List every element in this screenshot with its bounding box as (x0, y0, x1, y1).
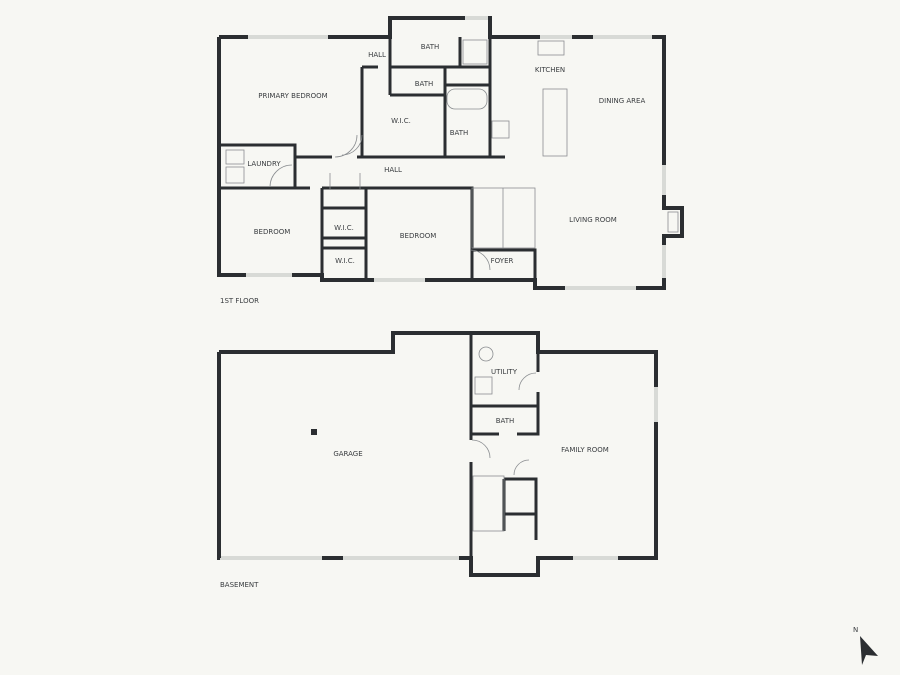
room-label-utility: UTILITY (491, 368, 518, 376)
room-label-foyer: FOYER (491, 257, 514, 265)
room-label-hall: HALL (368, 51, 386, 59)
basement-exterior-wall (217, 331, 658, 577)
room-label-hall: HALL (384, 166, 402, 174)
room-label-wic: W.I.C. (334, 224, 354, 232)
room-label-primary-bedroom: PRIMARY BEDROOM (258, 92, 327, 100)
room-label-bath: BATH (421, 43, 440, 51)
bathtub (446, 88, 488, 110)
room-label-wic: W.I.C. (335, 257, 355, 265)
room-label-dining-area: DINING AREA (599, 97, 646, 105)
room-label-living-room: LIVING ROOM (569, 216, 617, 224)
stairs (471, 187, 536, 249)
room-label-family-room: FAMILY ROOM (561, 446, 609, 454)
room-labels: UTILITY BATH GARAGE FAMILY ROOM (333, 368, 608, 458)
floor-label-basement: BASEMENT (220, 581, 259, 589)
room-labels: PRIMARY BEDROOM HALL BATH BATH W.I.C. BA… (247, 43, 645, 265)
basement: UTILITY BATH GARAGE FAMILY ROOM BASEMENT (217, 331, 658, 589)
fireplace (667, 211, 679, 233)
compass-label: N (853, 626, 858, 634)
room-label-laundry: LAUNDRY (247, 160, 281, 168)
room-label-kitchen: KITCHEN (535, 66, 565, 74)
stairs (472, 475, 505, 532)
kitchen-island (542, 88, 568, 157)
washer (225, 149, 245, 165)
fixtures (225, 39, 679, 271)
room-label-bath: BATH (450, 129, 469, 137)
dryer (225, 166, 245, 184)
shower (462, 39, 488, 65)
north-arrow-icon: N (853, 626, 878, 665)
stove (491, 120, 510, 139)
first-floor-exterior-wall (217, 16, 684, 290)
room-label-bedroom: BEDROOM (400, 232, 437, 240)
room-label-bedroom: BEDROOM (254, 228, 291, 236)
furnace (474, 376, 493, 395)
room-label-wic: W.I.C. (391, 117, 411, 125)
room-label-garage: GARAGE (333, 450, 362, 458)
room-label-bath: BATH (415, 80, 434, 88)
water-heater (478, 346, 494, 362)
kitchen-sink (537, 40, 565, 56)
windows (220, 16, 666, 560)
floor-label-1st-floor: 1ST FLOOR (220, 297, 259, 305)
first-floor: PRIMARY BEDROOM HALL BATH BATH W.I.C. BA… (217, 16, 684, 560)
support-post (311, 429, 317, 435)
room-label-bath: BATH (496, 417, 515, 425)
fixtures (311, 346, 537, 532)
